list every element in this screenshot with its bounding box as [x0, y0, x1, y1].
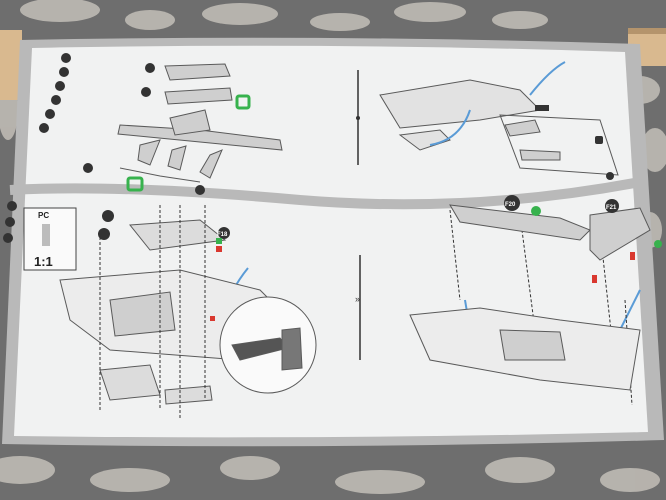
green-sticker-icon	[126, 94, 251, 192]
svg-text:»: »	[355, 294, 360, 304]
scale-label: 1:1	[34, 254, 53, 269]
bottom-left-step-box: PC 1:1	[23, 207, 77, 271]
red-sticker-icon	[210, 246, 635, 321]
part-number-circles-right	[504, 195, 662, 248]
top-right-diagram	[379, 79, 619, 176]
step-index-left	[3, 53, 71, 243]
part-number-circles-bottom	[98, 210, 230, 240]
top-left-diagram	[117, 63, 283, 183]
bottom-right-diagram	[409, 204, 651, 391]
wood-object-left	[0, 30, 22, 100]
part-code-f20: F20	[505, 202, 516, 208]
part-code-f21: F21	[606, 205, 617, 211]
instruction-sheet: »	[2, 37, 664, 447]
part-number-icon	[83, 63, 205, 195]
label-pc: PC	[38, 211, 49, 220]
part-code-f18: F18	[217, 232, 228, 238]
